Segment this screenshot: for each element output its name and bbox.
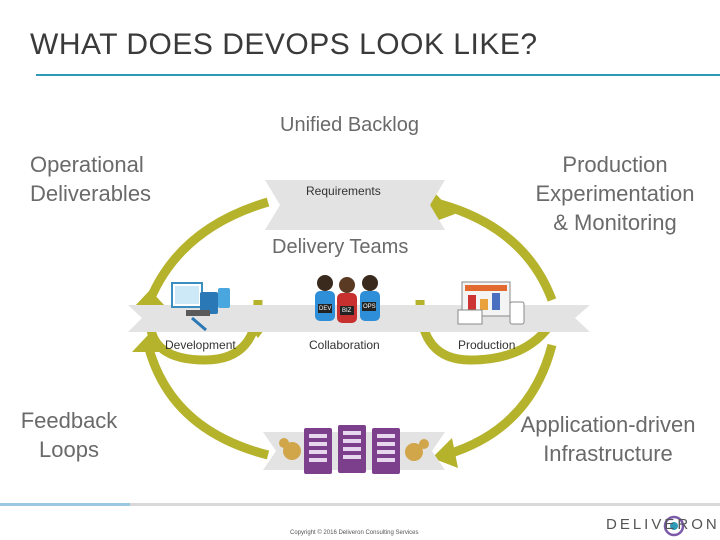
app-infra-line-1: Application-driven xyxy=(520,412,696,437)
feedback-line-2: Loops xyxy=(39,437,99,462)
collaboration-label: Collaboration xyxy=(309,338,380,352)
gear-icon xyxy=(405,439,429,461)
arrow-top-right xyxy=(438,199,557,302)
slide-title: WHAT DOES DEVOPS LOOK LIKE? xyxy=(30,28,538,61)
gear-icon xyxy=(279,438,301,460)
arrow-top-left xyxy=(145,197,270,302)
feedback-line-1: Feedback xyxy=(20,408,118,433)
operational-deliverables-label: Operational Deliverables xyxy=(30,150,151,208)
production-experimentation-label: Production Experimentation & Monitoring xyxy=(520,150,710,237)
footer-color-bar xyxy=(0,503,720,506)
arrowhead-left-up xyxy=(134,290,166,307)
unified-backlog-label: Unified Backlog xyxy=(280,114,419,136)
copyright-text: Copyright © 2016 Deliveron Consulting Se… xyxy=(290,530,419,536)
operational-line-2: Deliverables xyxy=(30,181,152,206)
development-devices-icon xyxy=(171,282,230,332)
arrow-bottom-right xyxy=(443,343,557,460)
team-people-icon xyxy=(315,275,380,323)
app-infra-line-2: Infrastructure xyxy=(543,441,673,466)
deliveron-logo-mark xyxy=(663,515,685,537)
production-label: Production xyxy=(458,338,516,352)
requirements-panel xyxy=(265,180,445,230)
footer-segment xyxy=(130,503,720,506)
badge-ops: OPS xyxy=(363,304,376,310)
badge-biz: BIZ xyxy=(342,308,352,314)
production-exp-line-3: & Monitoring xyxy=(553,210,677,235)
footer-segment xyxy=(0,503,130,506)
delivery-teams-label: Delivery Teams xyxy=(272,236,409,258)
title-underline xyxy=(36,74,720,76)
feedback-loops-label: Feedback Loops xyxy=(14,406,124,464)
production-exp-line-2: Experimentation xyxy=(535,181,695,206)
badge-dev: DEV xyxy=(319,306,332,312)
arrow-bottom-left xyxy=(143,343,270,460)
requirements-label: Requirements xyxy=(306,184,381,198)
arrowhead-bottom-left xyxy=(132,335,164,352)
operational-line-1: Operational xyxy=(30,152,144,177)
application-infrastructure-label: Application-driven Infrastructure xyxy=(510,410,706,468)
development-label: Development xyxy=(165,338,236,352)
deliveron-logo-text: DELIVERON xyxy=(606,516,720,533)
production-exp-line-1: Production xyxy=(562,152,668,177)
production-dashboard-icon xyxy=(457,281,525,325)
